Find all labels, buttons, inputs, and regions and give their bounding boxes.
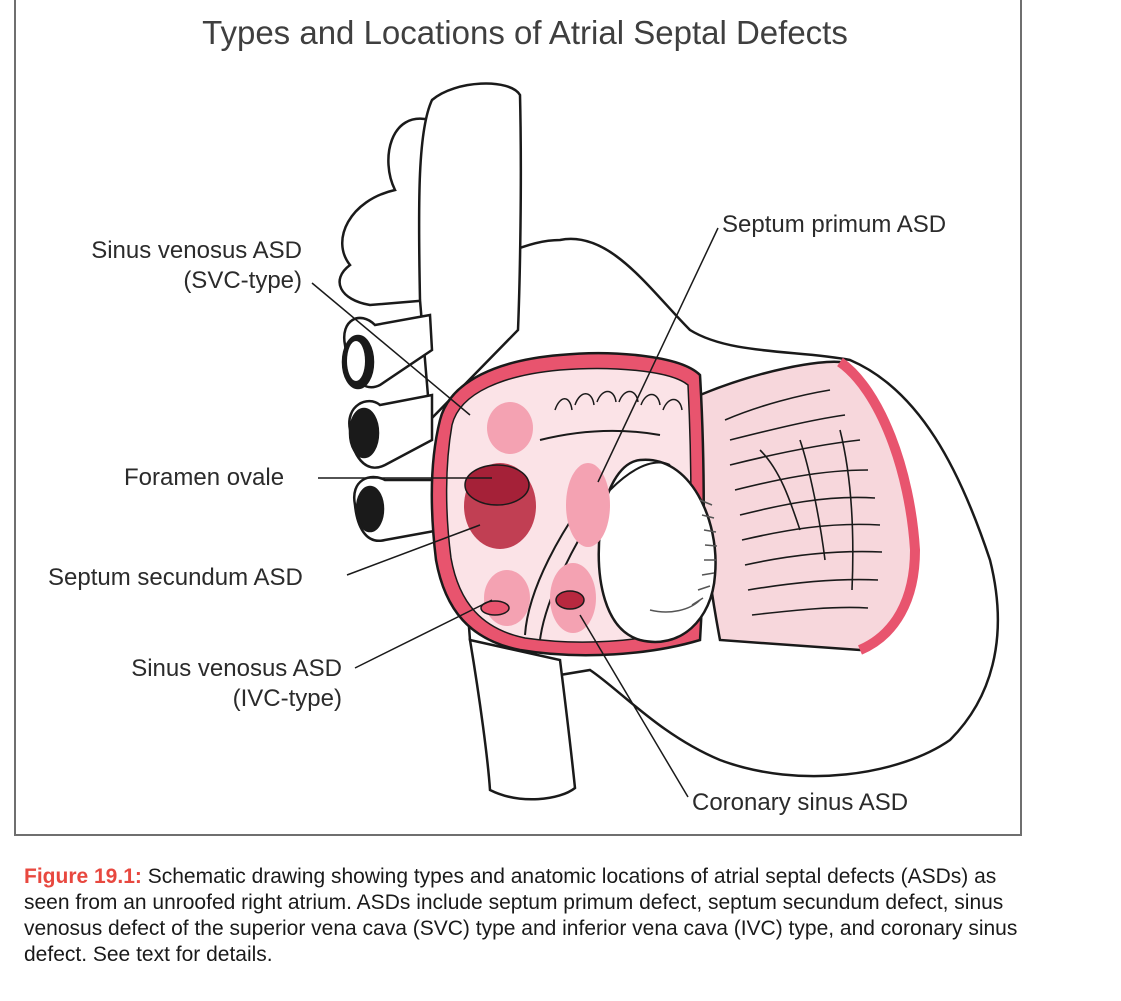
defect-foramen-ovale: [464, 464, 530, 506]
defect-sinus-venosus-ivc: [484, 570, 530, 626]
figure-title: Types and Locations of Atrial Septal Def…: [202, 14, 848, 51]
label-sinus-venosus-svc-line2: (SVC-type): [183, 267, 302, 294]
label-sinus-venosus-ivc-line1: Sinus venosus ASD: [131, 655, 342, 682]
defect-septum-primum: [566, 463, 610, 547]
label-sinus-venosus-svc-line1: Sinus venosus ASD: [91, 237, 302, 264]
label-coronary-sinus: Coronary sinus ASD: [692, 789, 909, 816]
caption-label: Figure 19.1:: [24, 865, 142, 888]
pulmonary-veins: [341, 313, 442, 542]
label-sinus-venosus-ivc: Sinus venosus ASD (IVC-type): [60, 654, 342, 714]
heart-illustration: [311, 82, 1000, 801]
ivc: [468, 638, 577, 801]
figure-caption: Figure 19.1: Schematic drawing showing t…: [24, 864, 1034, 968]
label-septum-secundum: Septum secundum ASD: [48, 564, 303, 591]
leader-lines: [311, 227, 719, 798]
svc: [417, 82, 523, 423]
trabeculations: [724, 389, 883, 616]
label-septum-primum: Septum primum ASD: [722, 211, 947, 238]
label-sinus-venosus-svc: Sinus venosus ASD (SVC-type): [40, 236, 302, 296]
label-foramen-ovale: Foramen ovale: [124, 464, 285, 491]
label-sinus-venosus-ivc-line2: (IVC-type): [232, 685, 342, 712]
chordae: [649, 499, 718, 613]
defect-sinus-venosus-svc: [487, 402, 533, 454]
caption-text: Schematic drawing showing types and anat…: [24, 865, 1018, 966]
